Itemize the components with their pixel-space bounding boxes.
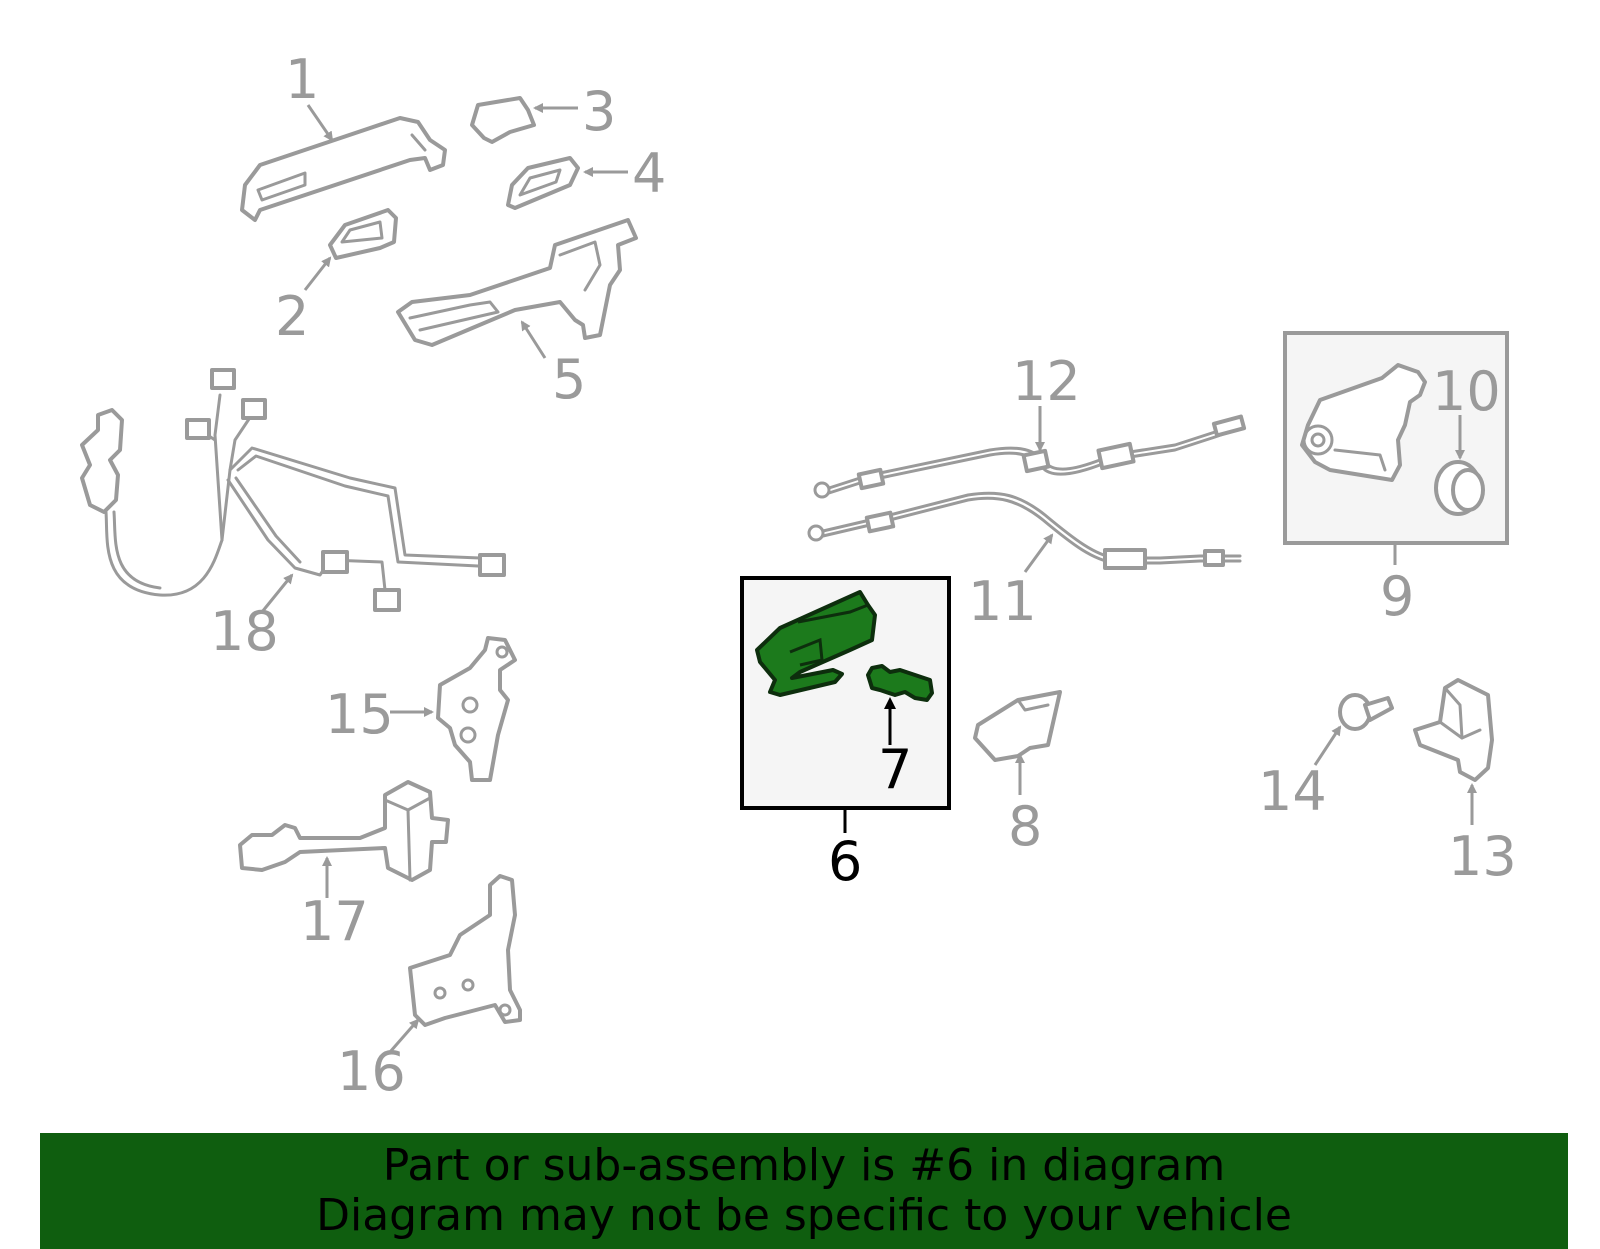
arrow-1 <box>306 104 334 142</box>
banner-line-1: Part or sub-assembly is #6 in diagram <box>382 1140 1226 1191</box>
part-8-handle-cover <box>973 690 1062 762</box>
callout-3: 3 <box>582 80 616 143</box>
part-13-striker <box>1413 678 1494 782</box>
part-14-screw <box>1338 693 1394 731</box>
part-16-lower-hinge <box>408 874 522 1027</box>
part-7-handle-clip <box>866 664 934 702</box>
callout-2: 2 <box>275 285 309 348</box>
part-5-handle-frame <box>396 218 638 347</box>
arrow-14 <box>1313 725 1342 766</box>
part-18-wiring-harness <box>80 368 506 612</box>
callout-7: 7 <box>878 738 912 801</box>
arrow-11 <box>1023 533 1054 573</box>
banner-line-2: Diagram may not be specific to your vehi… <box>316 1190 1292 1241</box>
callout-5: 5 <box>552 348 586 411</box>
callout-12: 12 <box>1012 350 1081 413</box>
part-10-latch-grommet <box>1434 460 1485 516</box>
part-2-handle-bezel <box>328 208 398 260</box>
part-4-handle-pad <box>506 156 580 210</box>
info-banner: Part or sub-assembly is #6 in diagram Di… <box>40 1133 1568 1249</box>
callout-15: 15 <box>325 683 394 746</box>
part-9-door-latch <box>1300 363 1427 482</box>
part-15-upper-hinge <box>436 636 517 782</box>
callout-9: 9 <box>1380 565 1414 628</box>
callout-14: 14 <box>1258 760 1327 823</box>
callout-17: 17 <box>300 890 369 953</box>
callout-11: 11 <box>968 570 1037 633</box>
callout-4: 4 <box>632 142 666 205</box>
callout-6: 6 <box>828 830 862 893</box>
part-3-handle-cap <box>470 96 536 144</box>
part-17-door-check <box>238 780 450 882</box>
arrow-16 <box>388 1018 420 1053</box>
arrow-2 <box>303 256 332 291</box>
callout-16: 16 <box>337 1040 406 1103</box>
arrow-18 <box>260 573 294 613</box>
callout-10: 10 <box>1432 360 1501 423</box>
part-11-release-cable <box>807 491 1242 570</box>
part-6-inside-handle <box>755 590 877 697</box>
arrow-5 <box>520 320 547 359</box>
part-1-outside-handle <box>240 116 447 222</box>
callout-1: 1 <box>285 48 319 111</box>
callout-13: 13 <box>1448 825 1517 888</box>
part-12-lock-cable <box>813 414 1247 499</box>
callout-18: 18 <box>210 600 279 663</box>
callout-8: 8 <box>1008 795 1042 858</box>
